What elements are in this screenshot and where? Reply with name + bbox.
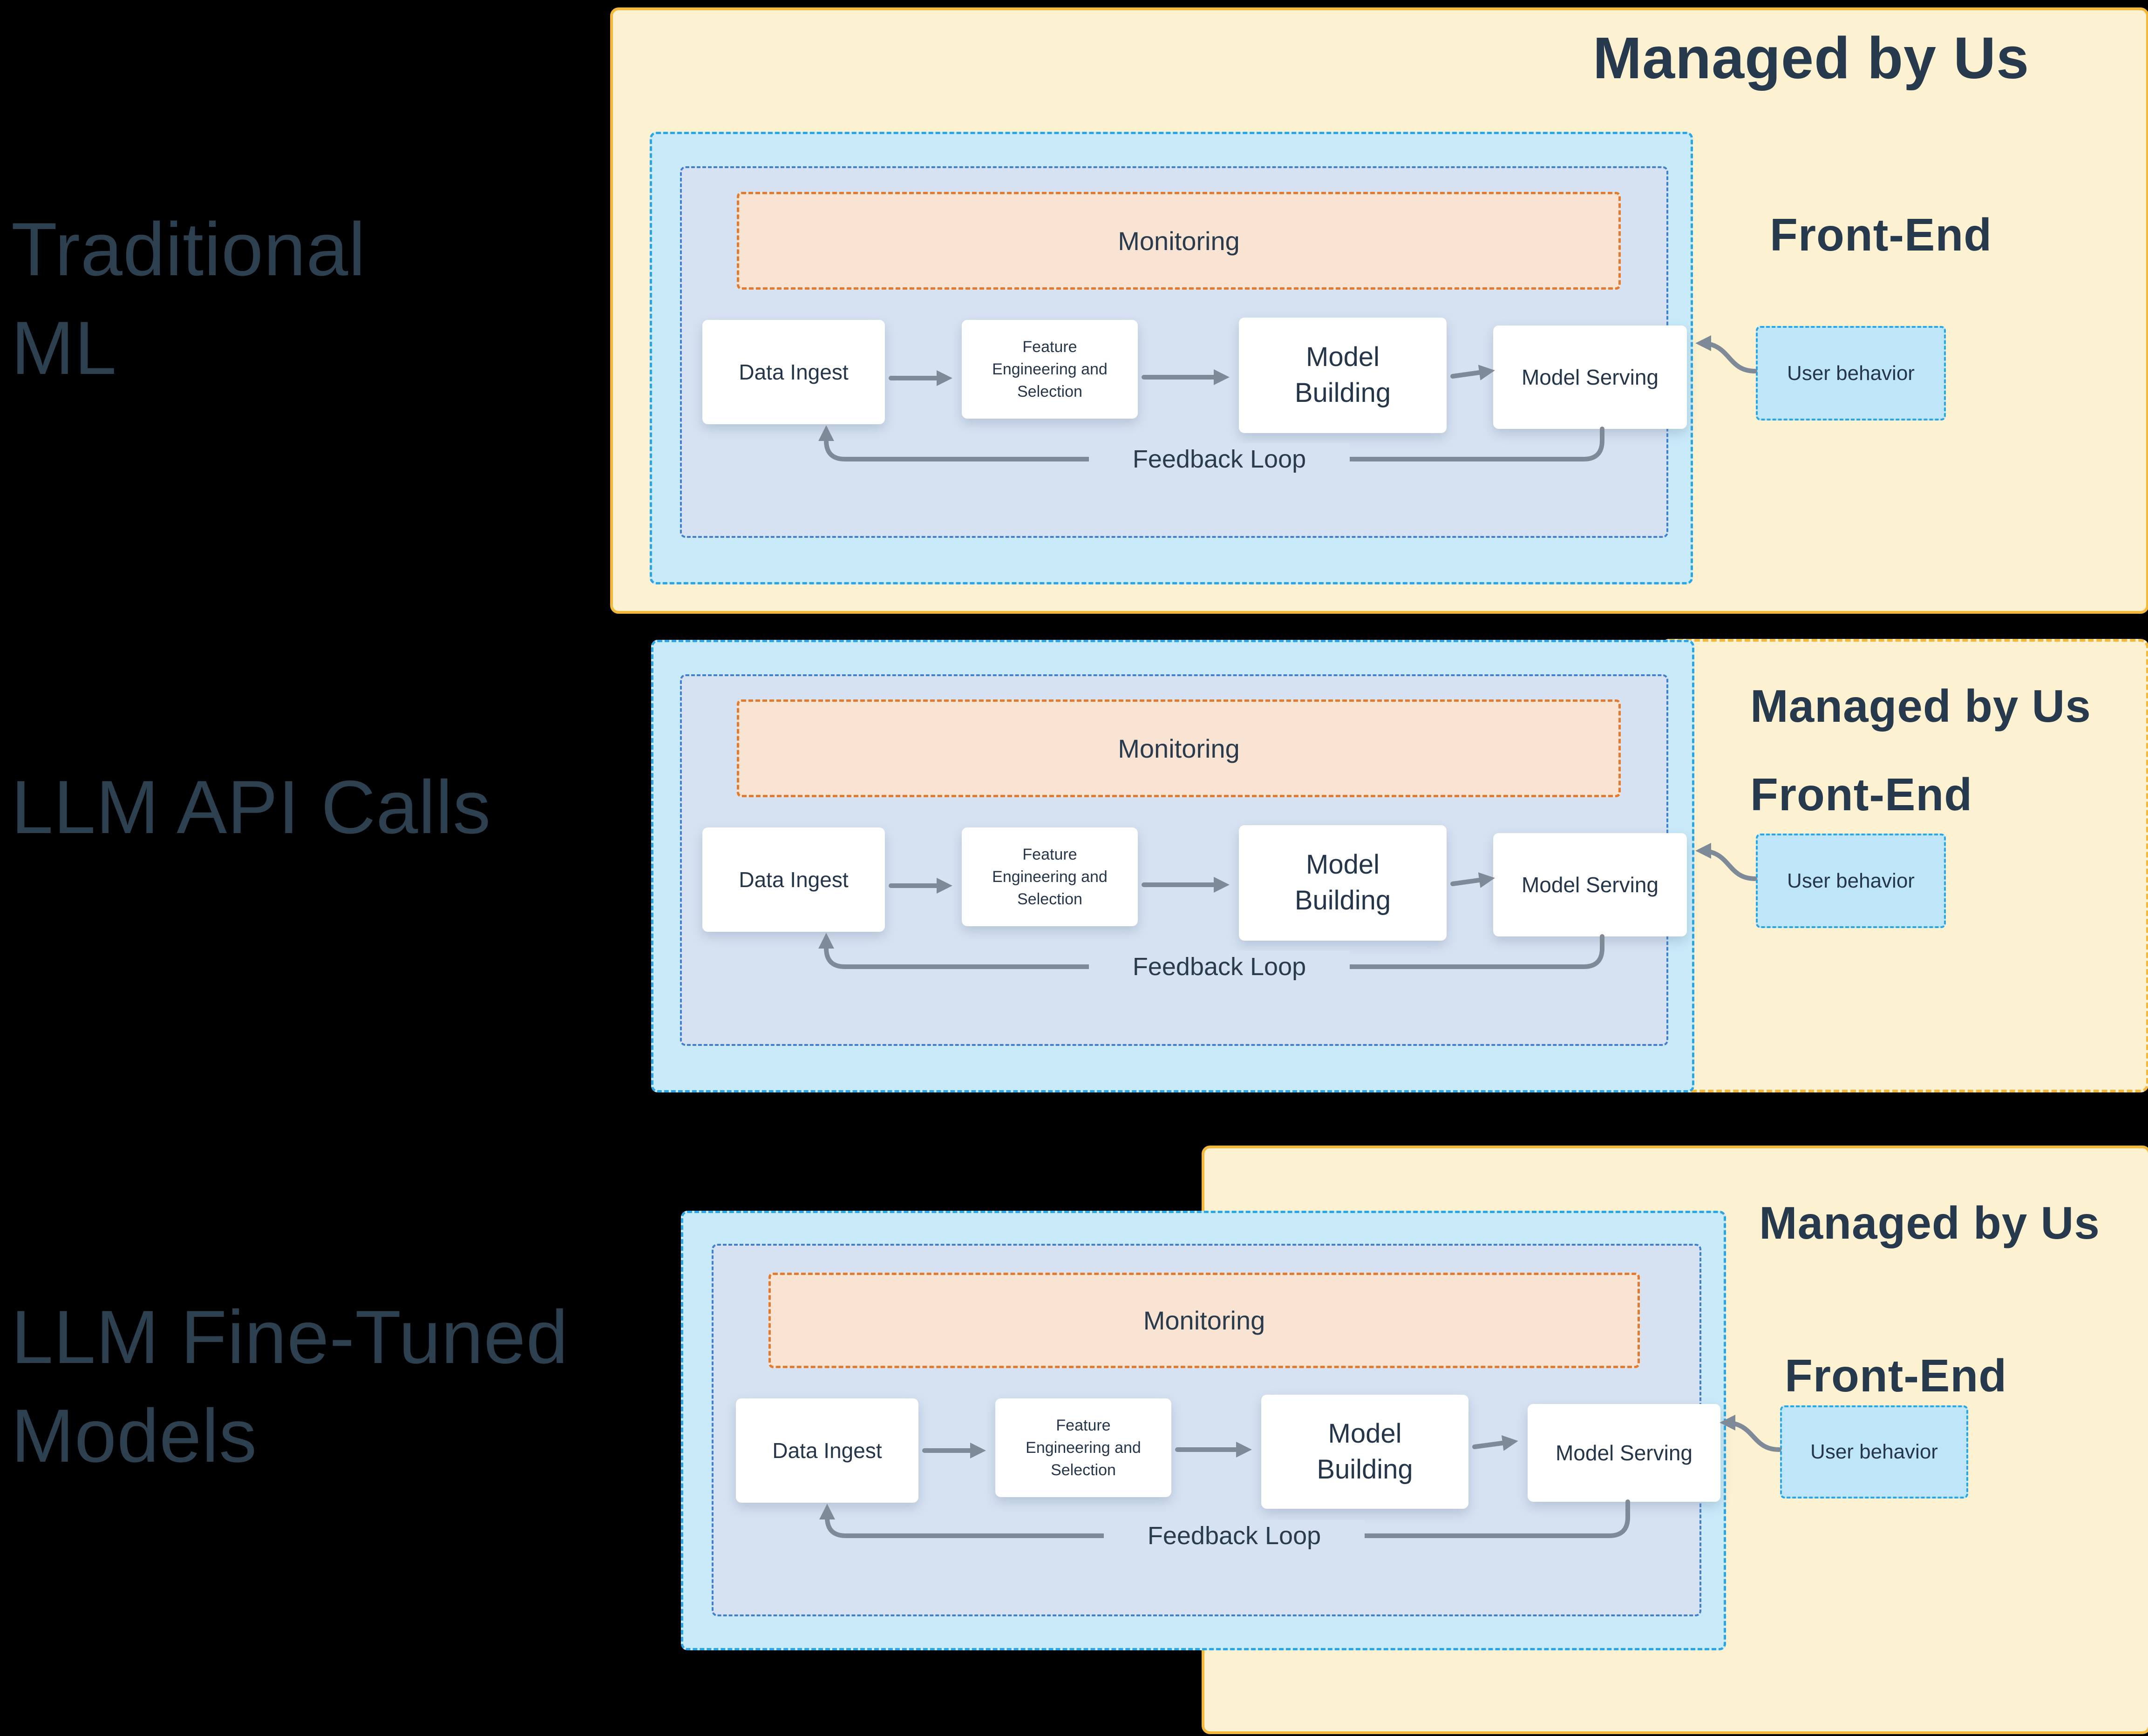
managed-by-us-label-row1: Managed by Us xyxy=(1593,25,2030,91)
model-building-box-row1: Model Building xyxy=(1239,318,1447,433)
side-label-llm-api-calls: LLM API Calls xyxy=(11,765,491,849)
data-ingest-label-row1: Data Ingest xyxy=(739,360,849,384)
model-building-box-row2: Model Building xyxy=(1239,825,1447,941)
model-building-label-row2: Model Building xyxy=(1294,849,1391,915)
feedback-loop-label-row3: Feedback Loop xyxy=(1104,1520,1365,1552)
user-behavior-box-row1: User behavior xyxy=(1756,326,1946,420)
managed-by-us-label-row3: Managed by Us xyxy=(1759,1197,2100,1248)
user-behavior-box-row2: User behavior xyxy=(1756,834,1946,928)
model-serving-box-row2: Model Serving xyxy=(1493,833,1687,936)
feedback-loop-label-row2: Feedback Loop xyxy=(1089,951,1350,983)
model-serving-box-row1: Model Serving xyxy=(1493,326,1687,429)
front-end-label-row1: Front-End xyxy=(1770,209,1992,260)
feature-engineering-label-row1: Feature Engineering and Selection xyxy=(992,338,1108,401)
model-serving-label-row1: Model Serving xyxy=(1521,365,1659,389)
model-building-label-row1: Model Building xyxy=(1294,342,1391,408)
model-building-label-row3: Model Building xyxy=(1317,1418,1413,1485)
feature-engineering-label-row2: Feature Engineering and Selection xyxy=(992,845,1108,909)
monitoring-label-row2: Monitoring xyxy=(1118,733,1240,763)
data-ingest-box-row3: Data Ingest xyxy=(736,1398,918,1503)
model-serving-box-row3: Model Serving xyxy=(1528,1404,1720,1502)
data-ingest-label-row3: Data Ingest xyxy=(772,1438,882,1463)
model-serving-label-row3: Model Serving xyxy=(1555,1441,1693,1465)
monitoring-box-row2: Monitoring xyxy=(737,699,1621,797)
monitoring-label-row1: Monitoring xyxy=(1118,226,1240,256)
feature-engineering-box-row1: Feature Engineering and Selection xyxy=(962,320,1138,419)
side-label-llm-fine-tuned-models: LLM Fine-Tuned Models xyxy=(11,1295,569,1478)
user-behavior-label-row2: User behavior xyxy=(1787,869,1915,892)
feature-engineering-label-row3: Feature Engineering and Selection xyxy=(1026,1416,1141,1479)
user-behavior-label-row1: User behavior xyxy=(1787,361,1915,385)
user-behavior-box-row3: User behavior xyxy=(1780,1405,1968,1499)
feature-engineering-box-row3: Feature Engineering and Selection xyxy=(995,1398,1171,1497)
data-ingest-label-row2: Data Ingest xyxy=(739,868,849,892)
feedback-loop-label-row1: Feedback Loop xyxy=(1089,443,1350,475)
front-end-label-row3: Front-End xyxy=(1785,1350,2007,1401)
model-building-box-row3: Model Building xyxy=(1261,1395,1468,1509)
feature-engineering-box-row2: Feature Engineering and Selection xyxy=(962,827,1138,926)
front-end-label-row2: Front-End xyxy=(1750,769,1973,820)
data-ingest-box-row1: Data Ingest xyxy=(702,320,885,424)
monitoring-box-row3: Monitoring xyxy=(768,1273,1640,1368)
model-serving-label-row2: Model Serving xyxy=(1521,873,1659,897)
data-ingest-box-row2: Data Ingest xyxy=(702,827,885,932)
monitoring-label-row3: Monitoring xyxy=(1143,1306,1265,1335)
side-label-traditional-ml: Traditional ML xyxy=(11,207,366,390)
user-behavior-label-row3: User behavior xyxy=(1810,1440,1938,1463)
monitoring-box-row1: Monitoring xyxy=(737,192,1621,290)
managed-by-us-label-row2: Managed by Us xyxy=(1750,680,2091,732)
